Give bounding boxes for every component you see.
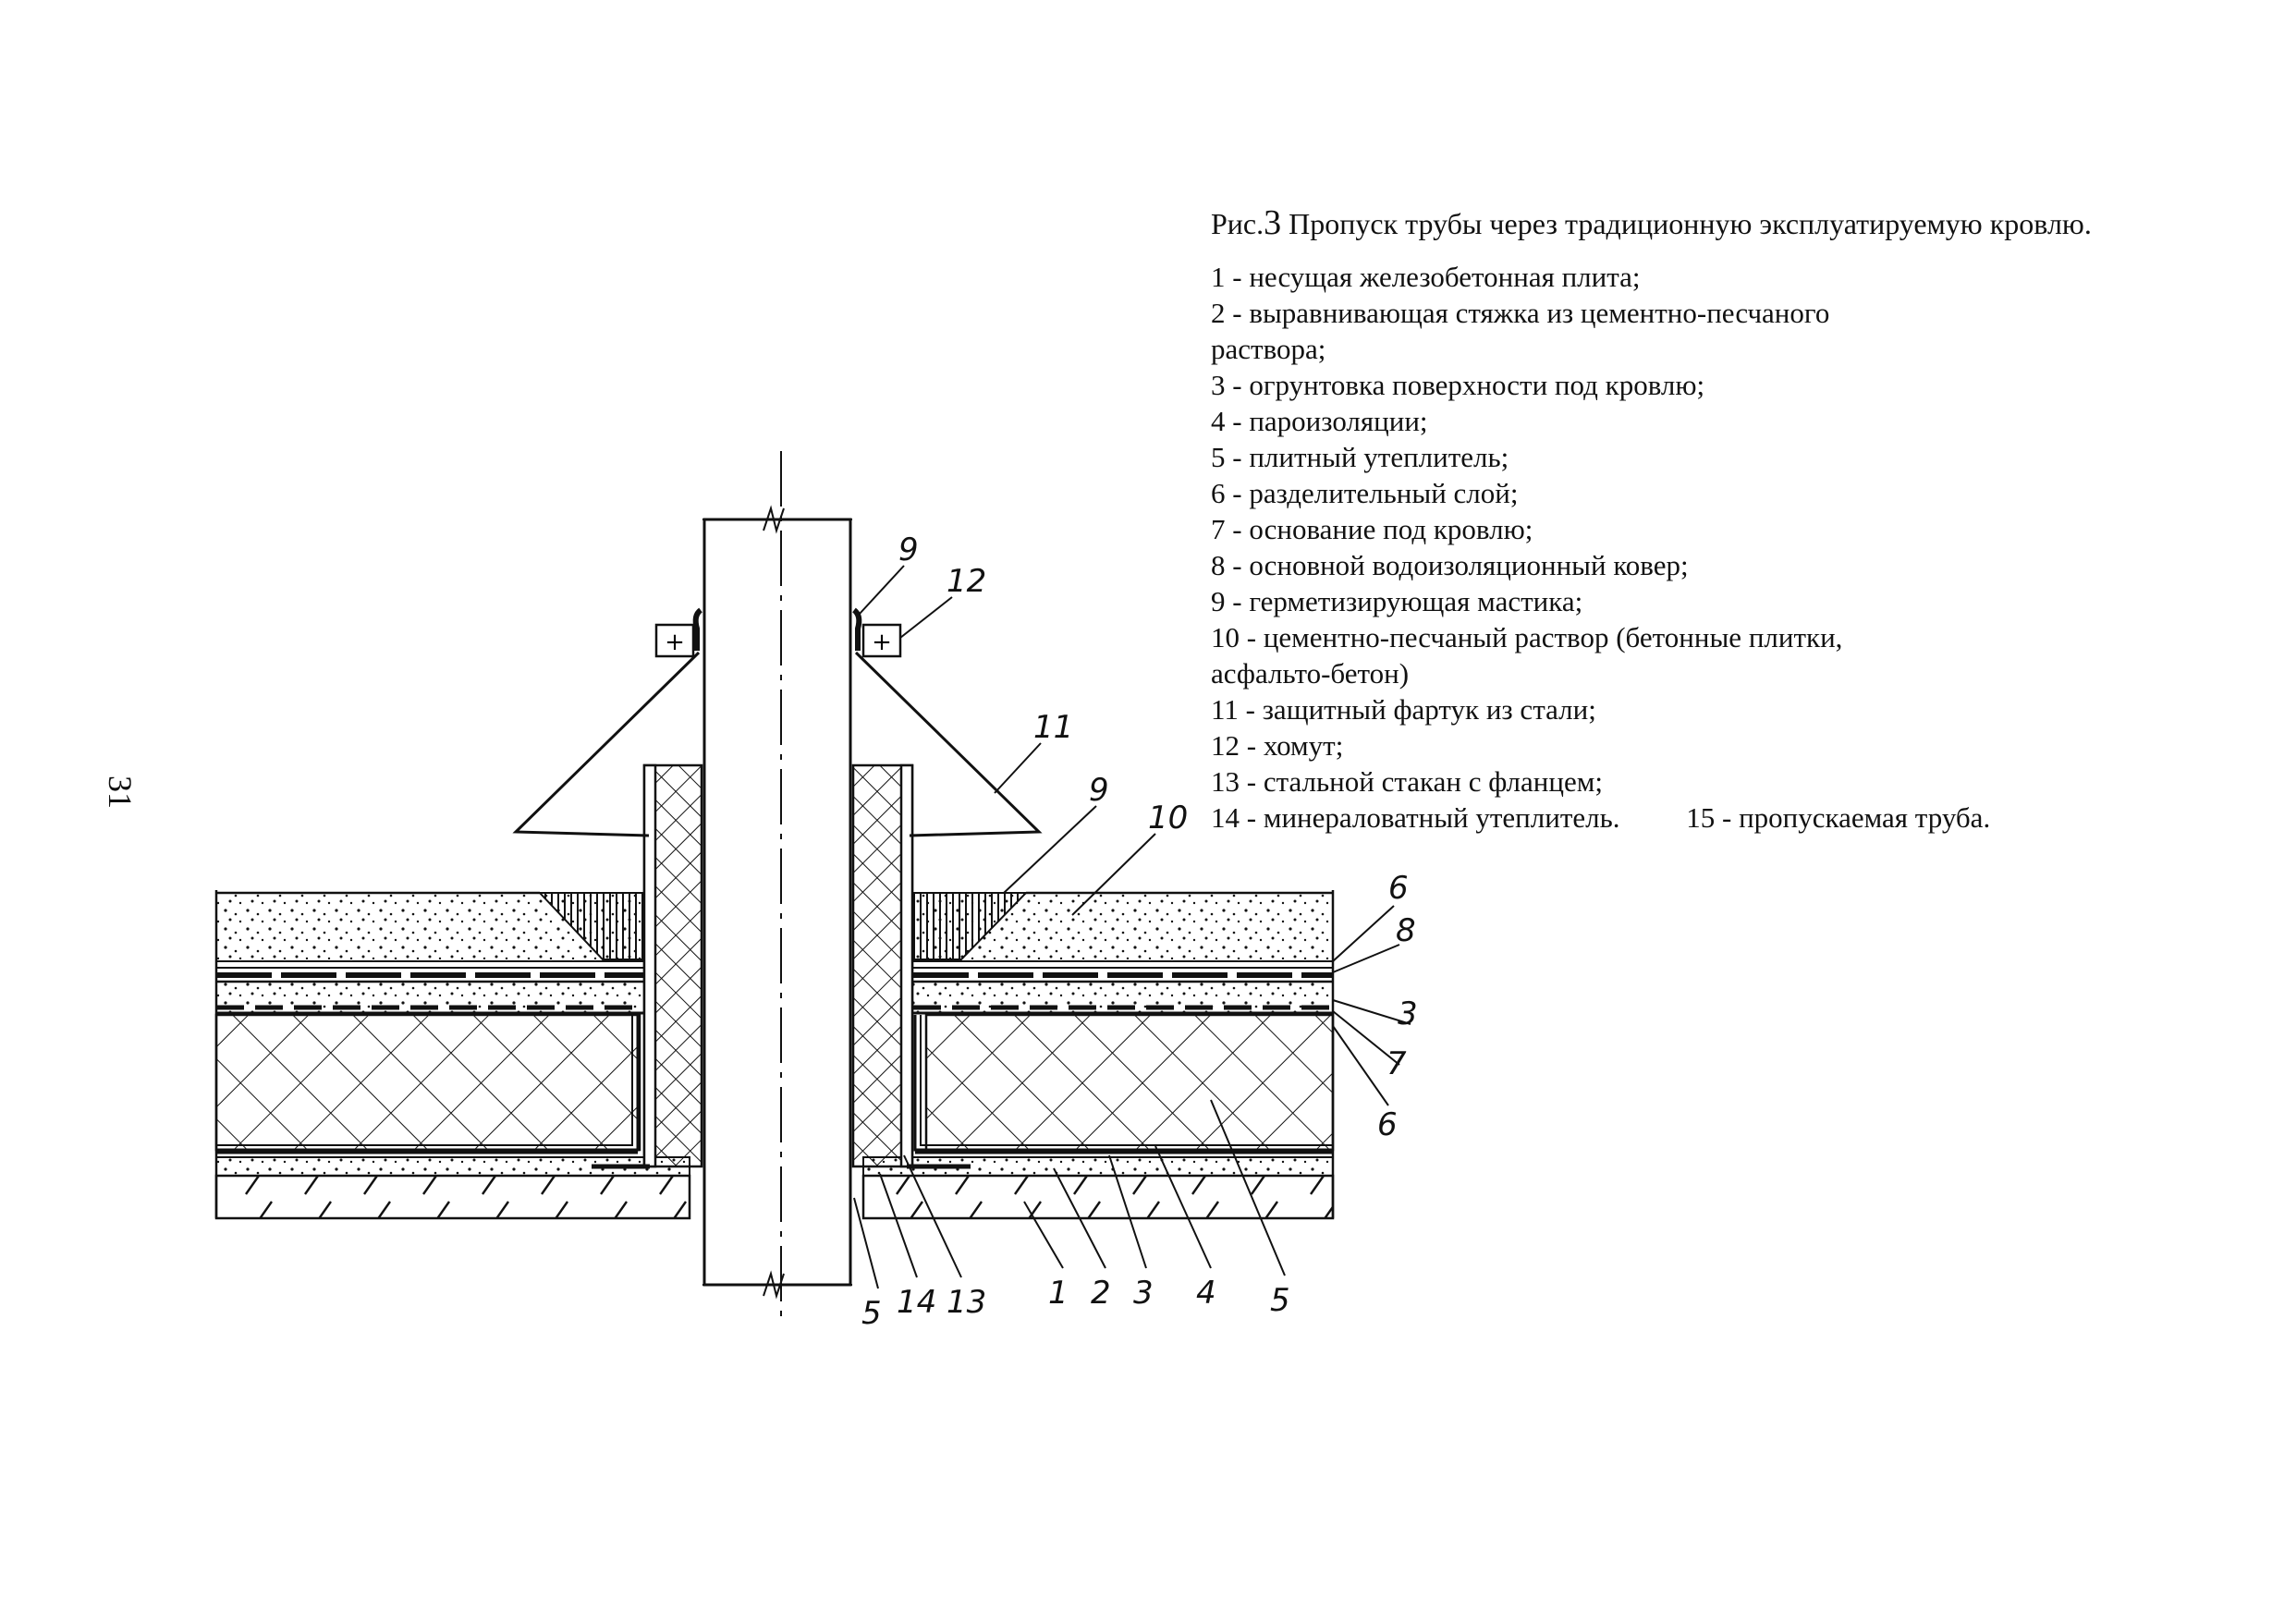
legend-item: 5 - плитный утеплитель; — [1211, 441, 1509, 473]
legend-item: 4 - пароизоляции; — [1211, 405, 1428, 437]
roof-layers-left — [214, 890, 691, 1220]
callout-13: 13 — [947, 1284, 986, 1321]
legend-item: 8 - основной водоизоляционный ковер; — [1211, 549, 1689, 581]
callout-12: 12 — [947, 563, 986, 600]
steel-sleeve-left — [592, 763, 703, 1169]
callout-8: 8 — [1396, 912, 1416, 949]
figure-legend: Рис.3 Пропуск трубы через традиционную э… — [1211, 205, 2237, 836]
clamp-symbol: + — [665, 629, 685, 656]
callout-5-bottom-right: 5 — [1270, 1282, 1290, 1319]
legend-item: 14 - минераловатный утеплитель. — [1211, 801, 1620, 834]
legend-last-row: 14 - минераловатный утеплитель. 15 - про… — [1211, 800, 2237, 836]
legend-item: 1 - несущая железобетонная плита; — [1211, 261, 1641, 293]
caption-number: 3 — [1264, 203, 1282, 242]
callout-7: 7 — [1386, 1045, 1407, 1082]
legend-item: 15 - пропускаемая труба. — [1686, 801, 1991, 834]
callout-3-bottom: 3 — [1133, 1275, 1154, 1312]
legend-item: 3 - огрунтовка поверхности под кровлю; — [1211, 369, 1705, 401]
callout-11: 11 — [1033, 709, 1073, 746]
clamp-right: + — [861, 623, 902, 658]
callout-6-top: 6 — [1388, 870, 1409, 907]
callout-10: 10 — [1148, 800, 1188, 836]
callout-1: 1 — [1048, 1275, 1069, 1312]
clamp-symbol: + — [872, 629, 892, 656]
legend-item: 6 - разделительный слой; — [1211, 477, 1519, 509]
roof-layers-right — [861, 890, 1335, 1220]
legend-item: 2 - выравнивающая стяжка из цементно-пес… — [1211, 297, 1830, 365]
legend-item: 11 - защитный фартук из стали; — [1211, 693, 1596, 726]
caption-text: Пропуск трубы через традиционную эксплуа… — [1289, 207, 2092, 240]
legend-item: 7 - основание под кровлю; — [1211, 513, 1533, 545]
legend-item: 10 - цементно-песчаный раствор (бетонные… — [1211, 621, 1843, 690]
callout-5-bottom-left: 5 — [861, 1295, 882, 1332]
callout-14: 14 — [897, 1284, 936, 1321]
callout-6-bottom: 6 — [1377, 1106, 1398, 1143]
legend-item: 13 - стальной стакан с фланцем; — [1211, 765, 1603, 798]
callout-4: 4 — [1196, 1275, 1216, 1312]
steel-apron — [512, 651, 1043, 837]
clamp-left: + — [654, 623, 695, 658]
caption-prefix: Рис. — [1211, 207, 1264, 240]
callout-9-fillet: 9 — [1089, 772, 1109, 809]
legend-item: 9 - герметизирующая мастика; — [1211, 585, 1583, 617]
pipe — [702, 451, 852, 1320]
figure-caption: Рис.3 Пропуск трубы через традиционную э… — [1211, 205, 2237, 242]
callout-2: 2 — [1091, 1275, 1111, 1312]
legend-item: 12 - хомут; — [1211, 729, 1344, 762]
leader-lines — [853, 565, 1411, 1289]
steel-sleeve-right — [851, 763, 971, 1169]
callout-3-right: 3 — [1398, 995, 1418, 1032]
callout-9-top: 9 — [898, 531, 919, 568]
